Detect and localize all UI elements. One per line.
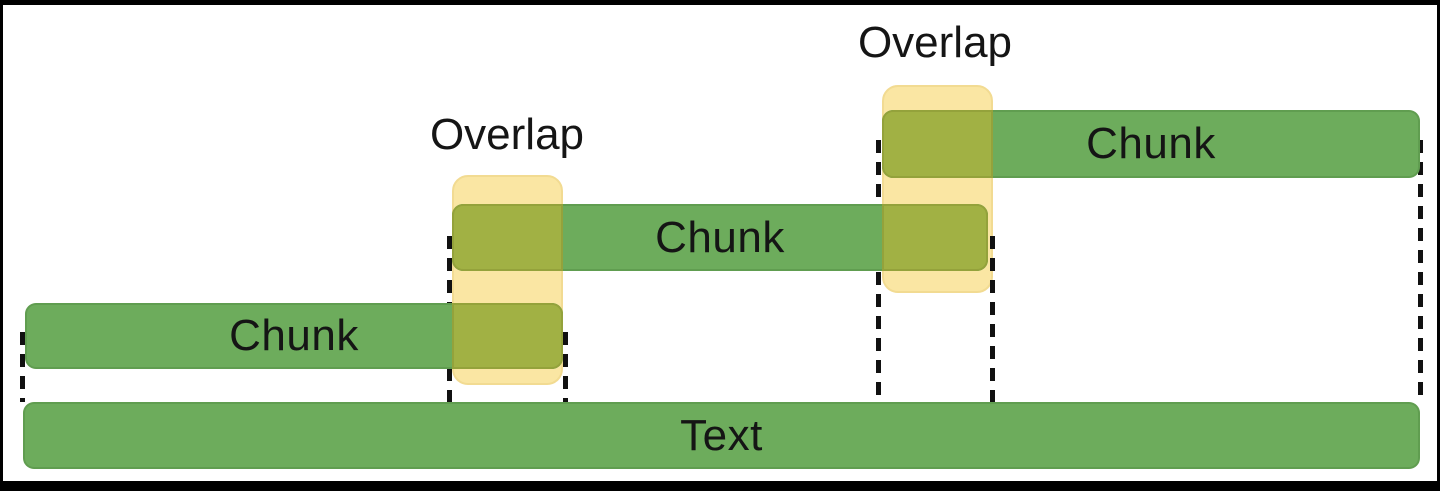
chunk-bar-2: Chunk	[452, 204, 988, 271]
chunk1-overlap-segment	[452, 303, 563, 369]
boundary-line-chunk1-left	[20, 332, 25, 402]
chunk-bar-1: Chunk	[25, 303, 563, 369]
boundary-line-chunk1-right	[563, 332, 568, 402]
chunk-bar-3: Chunk	[882, 110, 1420, 178]
chunk2-overlap-segment-left	[452, 204, 563, 271]
chunk2-overlap-segment-right	[882, 204, 988, 271]
text-bar: Text	[23, 402, 1420, 469]
chunk3-label: Chunk	[1086, 119, 1216, 168]
chunk1-label: Chunk	[229, 311, 359, 360]
overlap-caption-1: Overlap	[429, 110, 585, 159]
boundary-line-chunk3-right	[1418, 140, 1423, 402]
chunk2-label: Chunk	[655, 212, 785, 262]
overlap-caption-2: Overlap	[857, 18, 1013, 67]
boundary-line-chunk3-left	[876, 140, 881, 402]
chunk3-overlap-segment	[882, 110, 993, 178]
text-bar-label: Text	[680, 410, 763, 460]
boundary-line-chunk2-right	[990, 236, 995, 402]
